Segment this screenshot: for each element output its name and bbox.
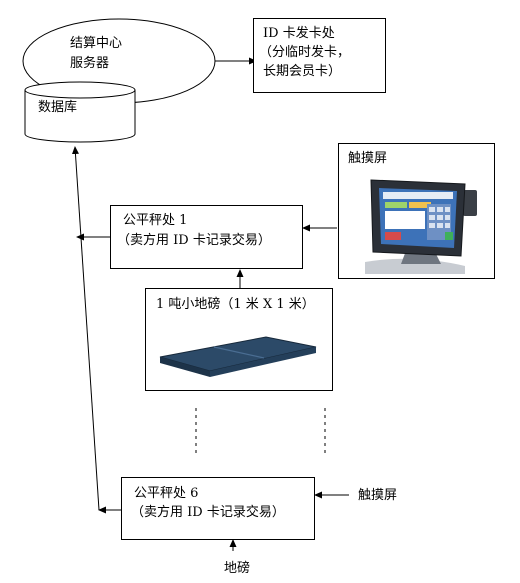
id-card-office-line1: ID 卡发卡处	[263, 26, 335, 41]
small-scale-label: 1 吨小地磅（1 米 X 1 米）	[156, 297, 315, 312]
touchscreen-panel-label: 触摸屏	[348, 151, 388, 166]
pos-terminal-image	[365, 179, 477, 274]
id-card-office-box: ID 卡发卡处 （分临时发卡， 长期会员卡）	[253, 18, 386, 93]
weigh-station-1-box: 公平秤处 1 （卖方用 ID 卡记录交易）	[110, 205, 303, 269]
weigh-station-1-line1: 公平秤处 1	[123, 213, 188, 228]
floor-scale-label: 地磅	[224, 561, 251, 576]
weigh-station-1-line2: （卖方用 ID 卡记录交易）	[117, 233, 271, 248]
server-label-line1: 结算中心	[70, 36, 123, 51]
small-scale-box: 1 吨小地磅（1 米 X 1 米）	[145, 288, 333, 391]
database-cylinder	[24, 81, 136, 143]
floor-scale-image	[159, 336, 317, 377]
touchscreen-panel-box: 触摸屏	[338, 143, 495, 279]
weigh-station-6-line2: （卖方用 ID 卡记录交易）	[131, 505, 285, 520]
id-card-office-line3: 长期会员卡）	[263, 64, 342, 79]
touchscreen-label: 触摸屏	[358, 488, 398, 503]
server-label-line2: 服务器	[70, 56, 110, 71]
database-label: 数据库	[38, 100, 78, 115]
weigh-station-6-box: 公平秤处 6 （卖方用 ID 卡记录交易）	[121, 477, 315, 540]
trunk-line	[71, 146, 100, 511]
weigh-station-6-line1: 公平秤处 6	[134, 486, 199, 501]
id-card-office-line2: （分临时发卡，	[259, 45, 351, 60]
